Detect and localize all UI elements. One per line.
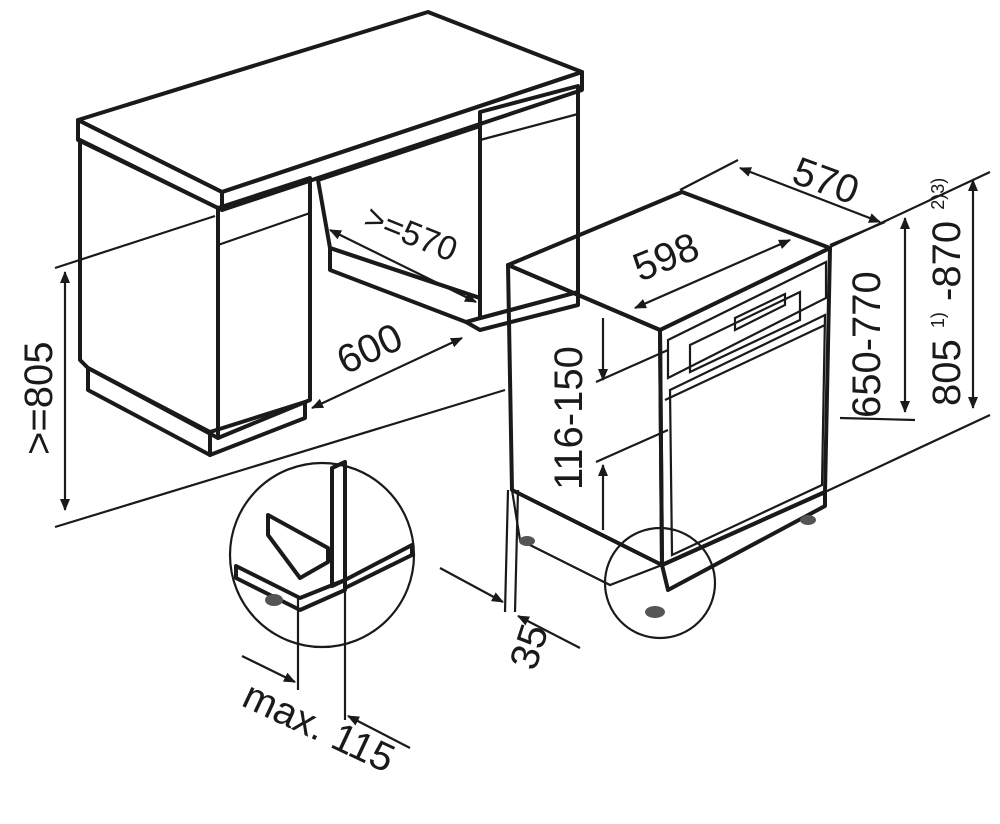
left-cabinet-side	[78, 138, 220, 440]
countertop-top	[76, 10, 584, 194]
countertop-front-edge	[76, 118, 224, 212]
total-height-max: -870	[925, 221, 969, 301]
max-offset-label: max. 115	[236, 673, 401, 781]
toe-kick-label: 35	[502, 619, 558, 675]
appliance-width-label: 598	[627, 225, 705, 291]
countertop-side-edge	[220, 70, 584, 212]
dishwasher-door	[668, 313, 827, 557]
panel-height-label: 116-150	[547, 346, 591, 490]
left-cabinet-plinth	[86, 366, 212, 457]
total-height-footnote-2: 2)3)	[928, 178, 948, 210]
appliance-height-label: 650-770	[845, 271, 889, 418]
kitchen-cabinet	[76, 10, 584, 457]
left-cabinet-front	[216, 176, 312, 440]
cabinet-width-label: 600	[330, 315, 409, 383]
appliance-depth-label: 570	[787, 149, 865, 213]
total-height-label: 805 1) -870 2)3)	[909, 178, 969, 406]
min-height-label: >=805	[17, 342, 61, 455]
niche-depth-label: >=570	[359, 198, 463, 269]
detail-callout-large	[228, 460, 416, 649]
detail-callout-small	[603, 526, 717, 640]
total-height-footnote-1: 1)	[928, 312, 948, 328]
total-height-min: 805	[925, 339, 969, 406]
